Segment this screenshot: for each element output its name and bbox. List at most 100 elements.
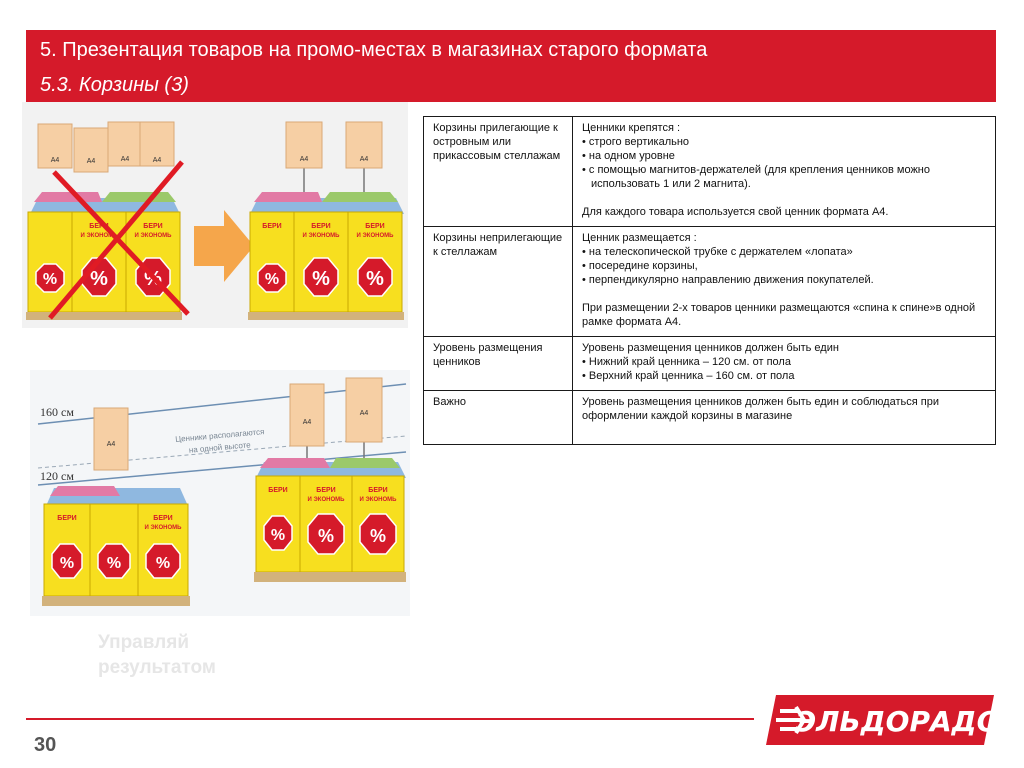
promo-basket: БЕРИ % [255,475,301,573]
basket-slogan: И ЭКОНОМЬ [145,525,183,531]
basket-slogan: БЕРИ [153,515,172,522]
promo-basket: % [89,503,139,597]
a4-sign: А4 [37,123,73,169]
bullet-item: строго вертикально [582,135,987,149]
basket-slogan: БЕРИ [57,515,76,522]
row-label: Корзины неприлегающие к стеллажам [423,226,573,337]
basket-slogan: И ЭКОНОМЬ [81,233,119,239]
basket-slogan: И ЭКОНОМЬ [308,497,346,503]
slide-header: 5. Презентация товаров на промо-местах в… [26,30,996,102]
watermark-line: результатом [98,657,216,678]
a4-sign-label: А4 [300,156,309,163]
promo-basket: БЕРИ И ЭКОНОМЬ % [293,211,349,313]
bullet-item: посередине корзины, [582,259,987,273]
product-stack [330,458,400,468]
row-content: Уровень размещения ценников должен быть … [572,390,996,445]
page-number: 30 [34,734,57,756]
product-stack [254,192,322,202]
a4-sign-label: А4 [121,156,130,163]
promo-basket: БЕРИ И ЭКОНОМЬ % [299,475,353,573]
percent-label: % [156,555,170,572]
a4-sign: А4 [285,121,323,212]
percent-label: % [43,271,57,288]
a4-sign: А4 [107,121,143,167]
row-content: Ценник размещается : на телескопической … [572,226,996,337]
slide-title: 5. Презентация товаров на промо-местах в… [40,39,708,61]
bullet-item: на одном уровне [582,149,987,163]
basket-slogan: БЕРИ [316,487,335,494]
product-stack [260,458,330,468]
height-160-label: 160 см [40,405,74,419]
height-levels-illustration: 160 см 120 см Ценники располагаются на о… [30,370,410,616]
basket-slogan: БЕРИ [365,223,384,230]
product-stack [50,486,120,496]
row-content: Ценники крепятся : строго вертикально на… [572,116,996,227]
row-intro: Уровень размещения ценников должен быть … [582,342,839,354]
a4-sign-label: А4 [360,156,369,163]
promo-basket: БЕРИ И ЭКОНОМЬ % [137,503,189,597]
basket-slogan: И ЭКОНОМЬ [135,233,173,239]
row-intro: Ценник размещается : [582,232,697,244]
basket-slogan: БЕРИ [143,223,162,230]
bullet-item: Верхний край ценника – 160 см. от пола [582,369,987,383]
top-baskets-illustration: А4 А4 А4 А4 % БЕРИ И ЭКОНОМЬ % БЕРИ И ЭК… [22,102,408,328]
product-stack [34,192,102,202]
bullet-item: на телескопической трубке с держателем «… [582,245,987,259]
table-row: Уровень размещения ценников Уровень разм… [423,336,996,391]
bullet-item: с помощью магнитов-держателей (для крепл… [582,163,987,191]
bullet-item: перпендикулярно направлению движения пок… [582,273,987,287]
basket-slogan: БЕРИ [268,487,287,494]
row-label: Корзины прилегающие к островным или прик… [423,116,573,227]
row-note: Для каждого товара используется свой цен… [582,206,889,218]
basket-slogan: БЕРИ [311,223,330,230]
row-intro: Ценники крепятся : [582,122,681,134]
row-note: При размещении 2-х товаров ценники разме… [582,302,976,328]
row-intro: Уровень размещения ценников должен быть … [582,396,939,422]
a4-sign: А4 [289,383,325,470]
footer-divider [26,718,754,720]
percent-label: % [271,527,285,544]
promo-basket: БЕРИ И ЭКОНОМЬ % [347,211,403,313]
percent-label: % [265,271,279,288]
rules-table: Корзины прилегающие к островным или прик… [423,116,996,445]
pallet [26,312,182,320]
promo-basket: БЕРИ % [43,503,91,597]
level-line-120 [37,451,407,486]
watermark-line: Управляй [98,632,190,653]
pallet [42,596,190,606]
percent-label: % [90,268,108,290]
bullet-item: Нижний край ценника – 120 см. от пола [582,355,987,369]
basket-slogan: И ЭКОНОМЬ [360,497,398,503]
pallet [254,572,406,582]
plug-icon [776,705,807,735]
pallet [248,312,404,320]
percent-label: % [312,268,330,290]
slide-subtitle: 5.3. Корзины (3) [40,74,189,96]
percent-label: % [318,526,334,546]
percent-label: % [107,555,121,572]
a4-sign: А4 [139,121,175,167]
row-content: Уровень размещения ценников должен быть … [572,336,996,391]
product-stack [322,192,398,202]
percent-label: % [366,268,384,290]
percent-label: % [370,526,386,546]
basket-slogan: И ЭКОНОМЬ [357,233,395,239]
promo-basket: БЕРИ И ЭКОНОМЬ % [351,475,405,573]
promo-basket: БЕРИ % [249,211,295,313]
table-row: Корзины неприлегающие к стеллажам Ценник… [423,226,996,337]
a4-sign-label: А4 [153,157,162,164]
basket-slogan: И ЭКОНОМЬ [303,233,341,239]
a4-sign-label: А4 [87,158,96,165]
a4-sign: А4 [345,377,383,466]
a4-sign-label: А4 [107,441,116,448]
basket-slogan: БЕРИ [89,223,108,230]
basket-slogan: БЕРИ [262,223,281,230]
a4-sign: А4 [93,407,129,471]
a4-sign: А4 [345,121,383,212]
percent-label: % [60,555,74,572]
dashed-guide [37,435,407,469]
row-label: Важно [423,390,573,445]
eldorado-logo: ЭЛЬДОРАДО [766,695,998,745]
logo-text: ЭЛЬДОРАДО [796,705,998,738]
a4-sign: А4 [73,127,109,173]
